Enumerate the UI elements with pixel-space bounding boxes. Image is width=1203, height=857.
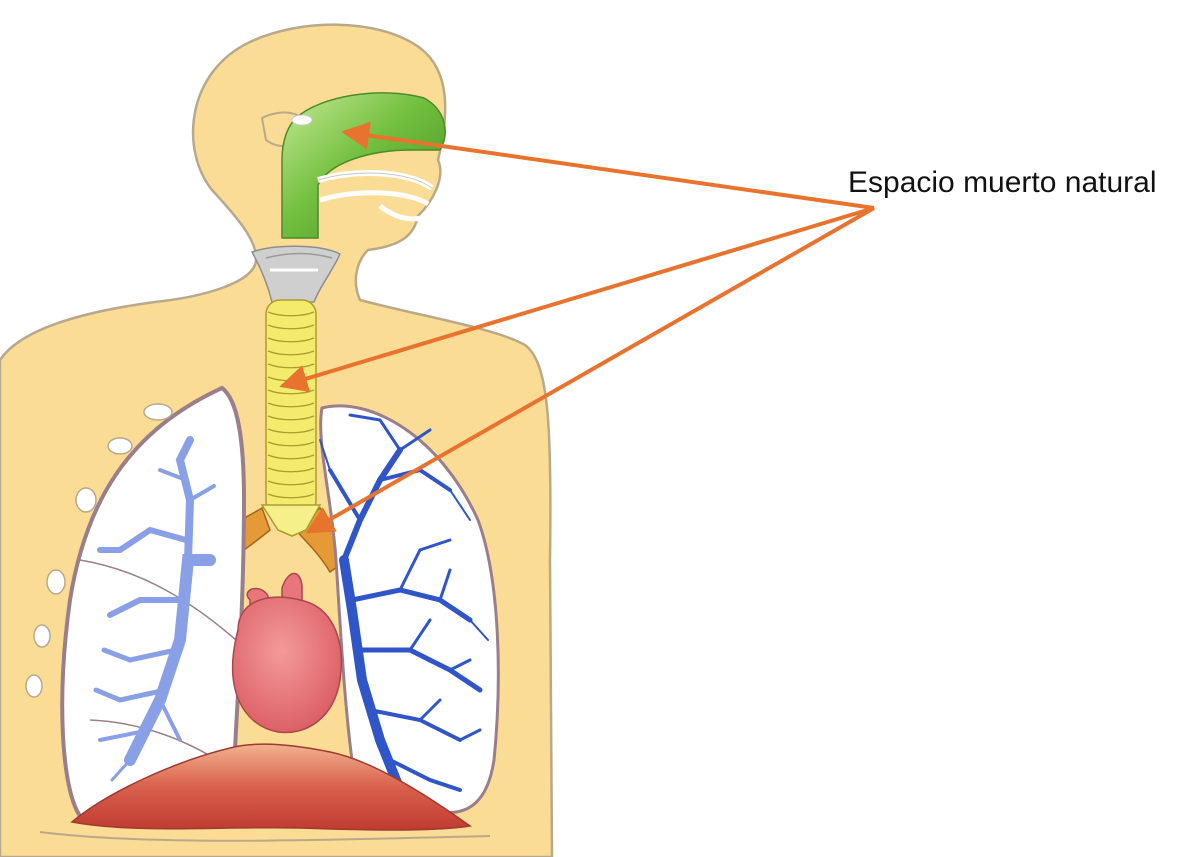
- dead-space-label: Espacio muerto natural: [848, 166, 1157, 199]
- trachea: [266, 300, 316, 515]
